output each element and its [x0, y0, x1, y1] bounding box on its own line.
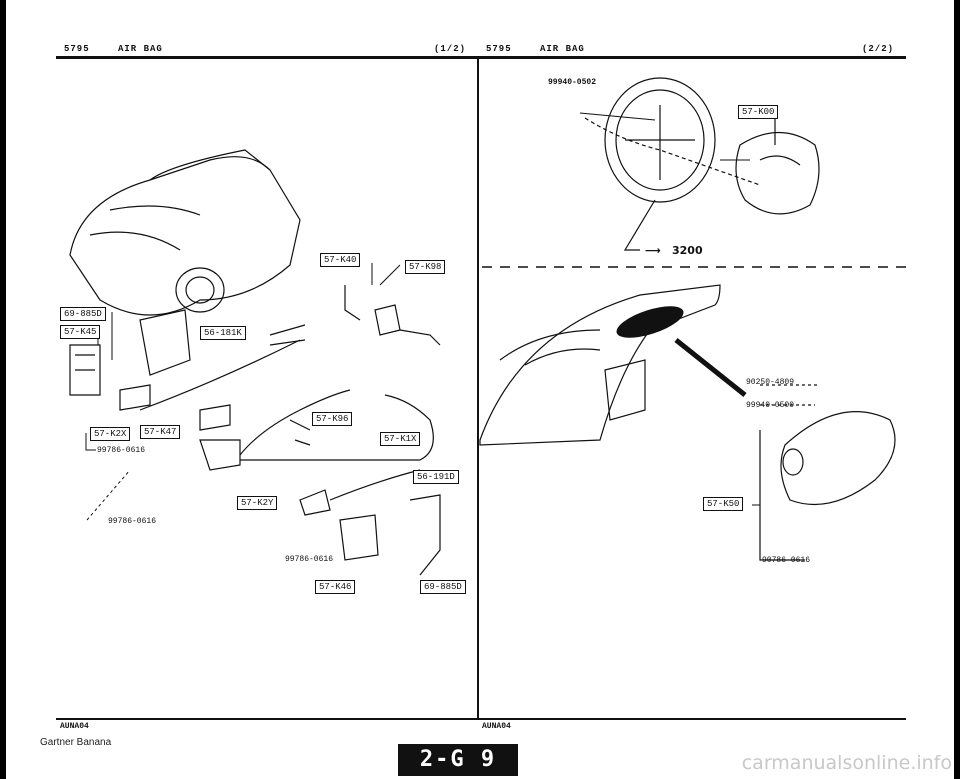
steering-wheel: [604, 77, 716, 203]
callout-57-K1X: 57-K1X: [380, 432, 421, 446]
part-99940-0502: 99940-0502: [548, 78, 597, 87]
left-header-title: AIR BAG: [118, 44, 163, 54]
callout-57-K00: 57-K00: [738, 105, 779, 119]
callout-69-885D-b: 69-885D: [420, 580, 466, 594]
right-footer-code: AUNA04: [482, 722, 511, 731]
watermark: carmanualsonline.info: [741, 752, 952, 774]
center-divider: [477, 58, 479, 720]
right-header-page: (2/2): [862, 44, 895, 54]
callout-57-K98: 57-K98: [405, 260, 446, 274]
part-99940-0500: 99940-0500: [746, 401, 795, 410]
reference-page: 3200: [672, 244, 703, 257]
callout-57-K50: 57-K50: [703, 497, 744, 511]
callout-57-K2Y: 57-K2Y: [237, 496, 278, 510]
reference-arrow-icon: ⟶: [645, 244, 661, 257]
part-99786-0616-b: 99786-0616: [108, 517, 157, 526]
right-header-title: AIR BAG: [540, 44, 585, 54]
header-rule: [56, 56, 906, 59]
left-header-code: 5795: [64, 44, 90, 54]
callout-57-K46: 57-K46: [315, 580, 356, 594]
left-footer-code: AUNA04: [60, 722, 89, 731]
callout-57-K40: 57-K40: [320, 253, 361, 267]
callout-56-191D: 56-191D: [413, 470, 459, 484]
page-number: 2-G 9: [398, 744, 518, 776]
passenger-airbag: [780, 411, 896, 506]
wire-harness: [139, 339, 301, 411]
right-header-code: 5795: [486, 44, 512, 54]
footer-rule: [56, 718, 906, 720]
callout-57-K47: 57-K47: [140, 425, 181, 439]
callout-57-K96: 57-K96: [312, 412, 353, 426]
sensor-bracket: [69, 344, 101, 396]
part-90250-4809: 90250-4809: [746, 378, 795, 387]
callout-56-181K: 56-181K: [200, 326, 246, 340]
part-99786-0616-a: 99786-0616: [97, 446, 146, 455]
airbag-module: [735, 131, 820, 215]
callout-57-K2X: 57-K2X: [90, 427, 131, 441]
dashboard: [479, 284, 721, 446]
left-header-page: (1/2): [434, 44, 467, 54]
car-outline: [69, 156, 301, 316]
callout-57-K45: 57-K45: [60, 325, 101, 339]
part-99786-0616-c: 99786-0616: [285, 555, 334, 564]
source-label: Gartner Banana: [40, 737, 112, 748]
callout-69-885D: 69-885D: [60, 307, 106, 321]
manual-sheet: [6, 0, 954, 779]
part-90786-0616: 90786-0616: [762, 556, 811, 565]
